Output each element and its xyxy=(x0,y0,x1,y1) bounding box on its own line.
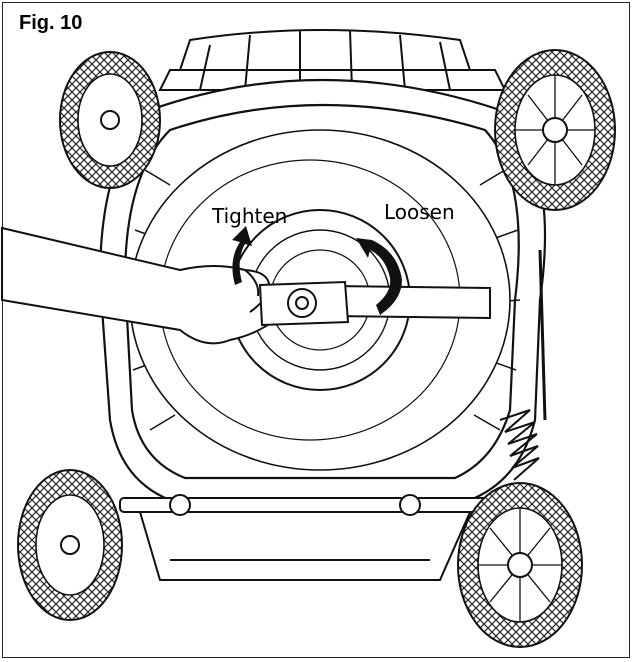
wheel-front-left xyxy=(17,469,123,621)
height-adjust-spring xyxy=(499,249,547,481)
wrench-icon xyxy=(258,280,350,327)
front-axle xyxy=(119,494,511,581)
figure-label: Fig. 10 xyxy=(19,12,83,34)
wheel-rear-left xyxy=(59,51,161,189)
loosen-label: Loosen xyxy=(384,200,455,224)
wheel-rear-right xyxy=(494,49,616,211)
rotation-arrow-icon xyxy=(232,226,402,315)
tighten-label: Tighten xyxy=(212,204,288,228)
wheel-front-right xyxy=(457,482,583,648)
